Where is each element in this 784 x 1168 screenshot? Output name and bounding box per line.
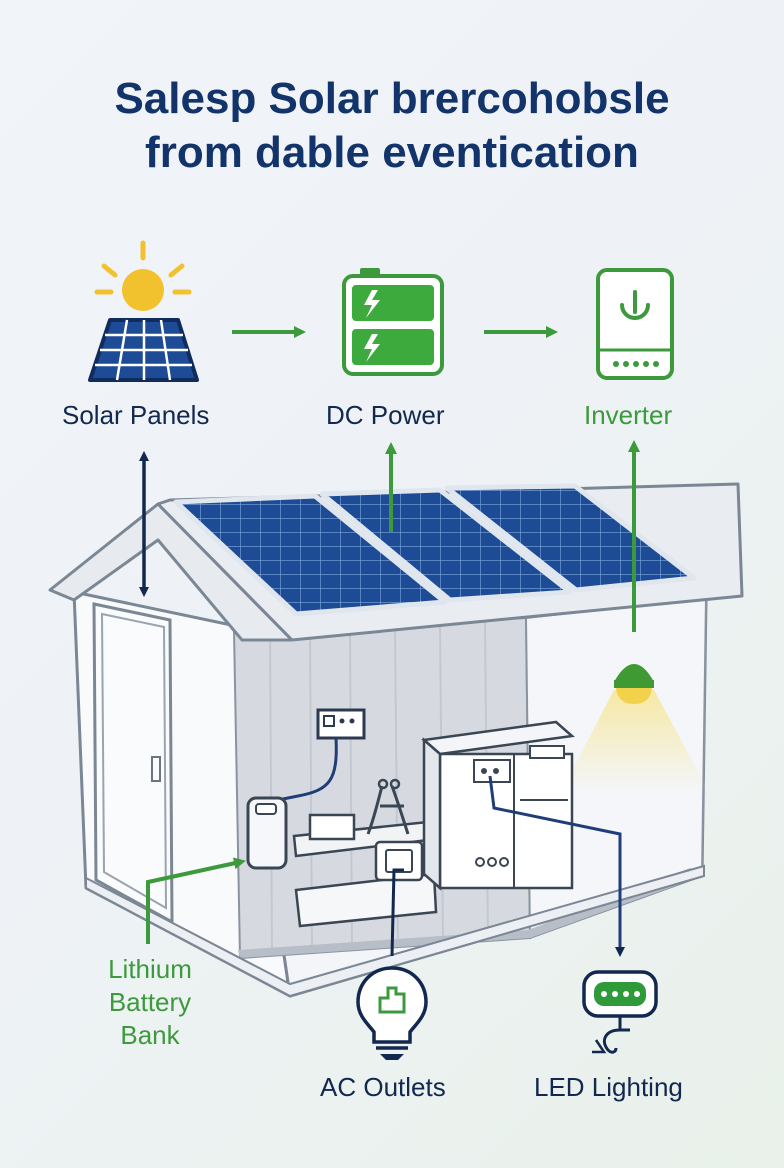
arrow-battery-label-to-unit: [146, 857, 246, 944]
solar-panels-label: Solar Panels: [62, 400, 210, 430]
battery-bank-label: Lithium Battery Bank: [98, 953, 202, 1052]
door: [92, 602, 174, 925]
page-title: Salesp Solar brercohobsle from dable eve…: [0, 72, 784, 180]
arrow-cabinet-to-led-lighting: [488, 775, 625, 957]
dc-power-label: DC Power: [326, 400, 445, 430]
battery-label-line-1: Lithium: [108, 954, 192, 984]
ac-outlets-label: AC Outlets: [320, 1072, 446, 1102]
title-line-2: from dable eventication: [145, 128, 639, 177]
inverter-power-icon: [596, 268, 674, 380]
battery-icon: [342, 268, 444, 376]
led-lighting-label: LED Lighting: [534, 1072, 683, 1102]
battery-label-line-3: Bank: [120, 1020, 180, 1050]
led-light-icon: [582, 970, 658, 1054]
house: [48, 482, 744, 998]
lithium-battery-unit: [246, 796, 288, 870]
sun-icon: [94, 240, 192, 311]
pendant-lamp: [562, 664, 708, 790]
wire-to-ac-outlets: [390, 868, 404, 957]
lightbulb-outlet-icon: [356, 966, 428, 1060]
inverter-cabinet: [421, 720, 575, 891]
battery-label-line-2: Battery: [108, 987, 192, 1017]
title-line-1: Salesp Solar brercohobsle: [114, 74, 670, 123]
workbench: [292, 778, 438, 928]
solar-panel-icon: [88, 318, 199, 382]
inverter-label: Inverter: [584, 400, 673, 430]
wall-outlet-plate: [316, 708, 366, 740]
